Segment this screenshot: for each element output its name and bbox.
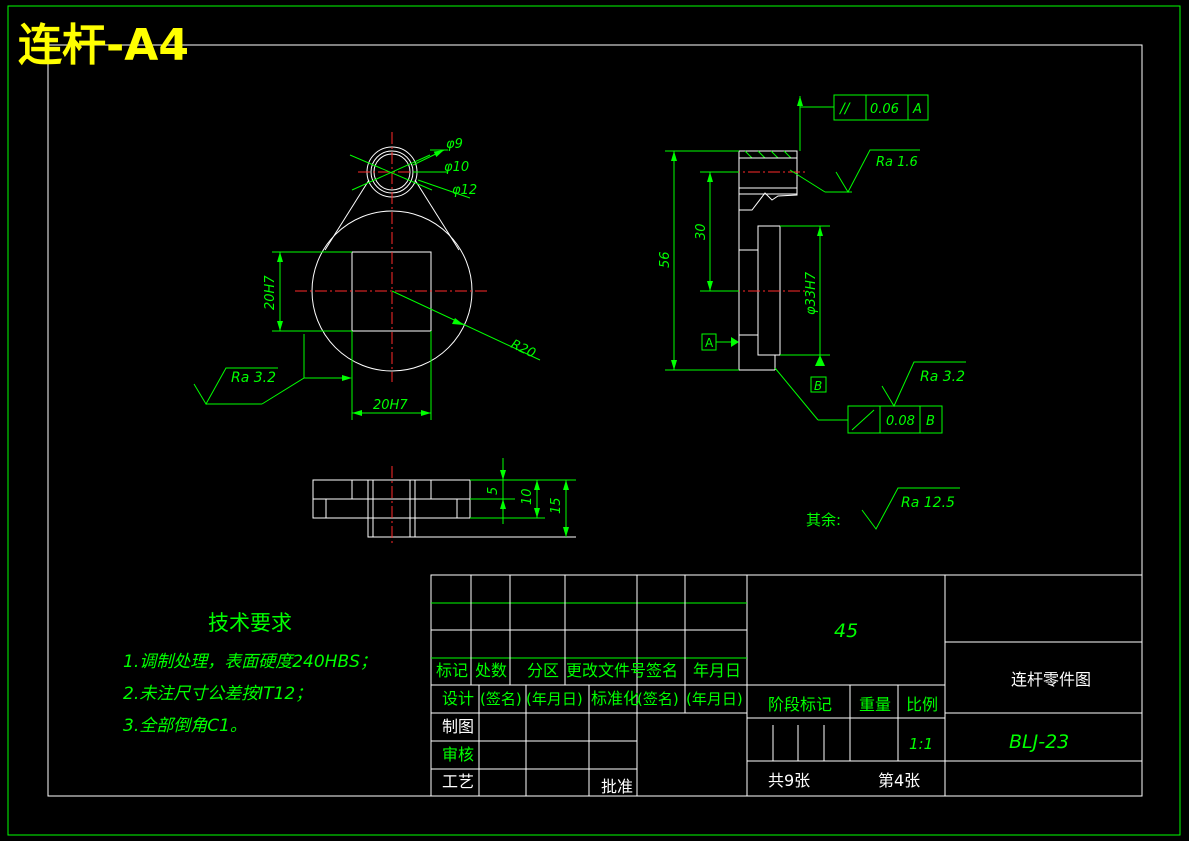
tb-scale-label: 比例 (906, 695, 938, 714)
dim-h30: 30 (694, 223, 709, 240)
dim-h20: 20H7 (263, 275, 278, 310)
tb-design: 设计 (442, 689, 474, 708)
outer-border (7, 5, 1181, 836)
tb-approve: 批准 (601, 777, 633, 796)
tb-review: 审核 (442, 745, 474, 764)
tb-zone: 分区 (527, 661, 559, 680)
dim-t15: 15 (549, 497, 564, 514)
req-item-1: 1.调制处理，表面硬度240HBS； (123, 652, 377, 672)
ra-16: Ra 1.6 (876, 155, 918, 170)
tb-sheet: 第4张 (878, 771, 920, 790)
tb-mark: 标记 (436, 661, 468, 680)
side-view: 56 30 φ33H7 A B // 0.06 A (658, 94, 966, 434)
dim-t10: 10 (520, 488, 535, 505)
dim-d33: φ33H7 (804, 271, 819, 315)
ra-125-symbol (861, 487, 960, 530)
req-item-2: 2.未注尺寸公差按IT12； (123, 684, 312, 704)
req-item-3: 3.全部倒角C1。 (123, 716, 247, 736)
dim-h56: 56 (658, 251, 673, 268)
dim-d9: φ9 (446, 137, 463, 152)
ra-left: Ra 3.2 (231, 370, 276, 386)
tol-parallel-symbol: // (838, 101, 851, 117)
tb-draw: 制图 (442, 717, 474, 736)
other-label: 其余: (806, 511, 841, 529)
tb-date: 年月日 (693, 661, 741, 680)
tb-total: 共9张 (768, 771, 810, 790)
tb-standard: 标准化 (591, 689, 639, 708)
dim-d12: φ12 (452, 183, 477, 198)
tb-sign1: (签名) (480, 690, 522, 708)
ra-125: Ra 12.5 (901, 495, 955, 511)
req-heading: 技术要求 (208, 611, 292, 635)
dim-r20: R20 (508, 337, 538, 361)
dim-d10: φ10 (444, 160, 469, 175)
tb-drawing-no: BLJ-23 (1009, 731, 1069, 753)
top-view: 5 10 15 (312, 458, 576, 546)
title-block: 标记 处数 分区 更改文件号 签名 年月日 设计 (签名) (年月日) 标准化 … (430, 574, 1143, 797)
tb-scale: 1:1 (909, 735, 933, 753)
tol-parallel-value: 0.06 (870, 102, 899, 117)
tb-material: 45 (834, 620, 858, 642)
ra-right: Ra 3.2 (920, 369, 965, 385)
tol-perp-value: 0.08 (886, 414, 915, 429)
tb-weight: 重量 (859, 695, 891, 714)
dim-w20: 20H7 (373, 398, 408, 413)
tb-date2: (年月日) (686, 690, 743, 708)
dim-t5: 5 (486, 487, 501, 495)
tb-stage: 阶段标记 (768, 695, 832, 714)
tb-process: 工艺 (442, 772, 474, 791)
tb-change-doc: 更改文件号 (566, 661, 646, 680)
tb-date1: (年月日) (526, 690, 583, 708)
tb-sign: 签名 (646, 661, 678, 680)
tol-perp-datum: B (926, 414, 935, 429)
tb-drawing-name: 连杆零件图 (1011, 670, 1091, 689)
tb-sign2: (签名) (637, 690, 679, 708)
tb-count: 处数 (475, 661, 507, 680)
datum-a: A (705, 336, 714, 350)
datum-b: B (814, 379, 822, 393)
front-view: φ9 φ10 φ12 20H7 20H7 R20 Ra 3.2 (193, 132, 541, 420)
drawing-title: 连杆-A4 (18, 20, 189, 71)
tol-parallel-datum: A (912, 102, 922, 117)
